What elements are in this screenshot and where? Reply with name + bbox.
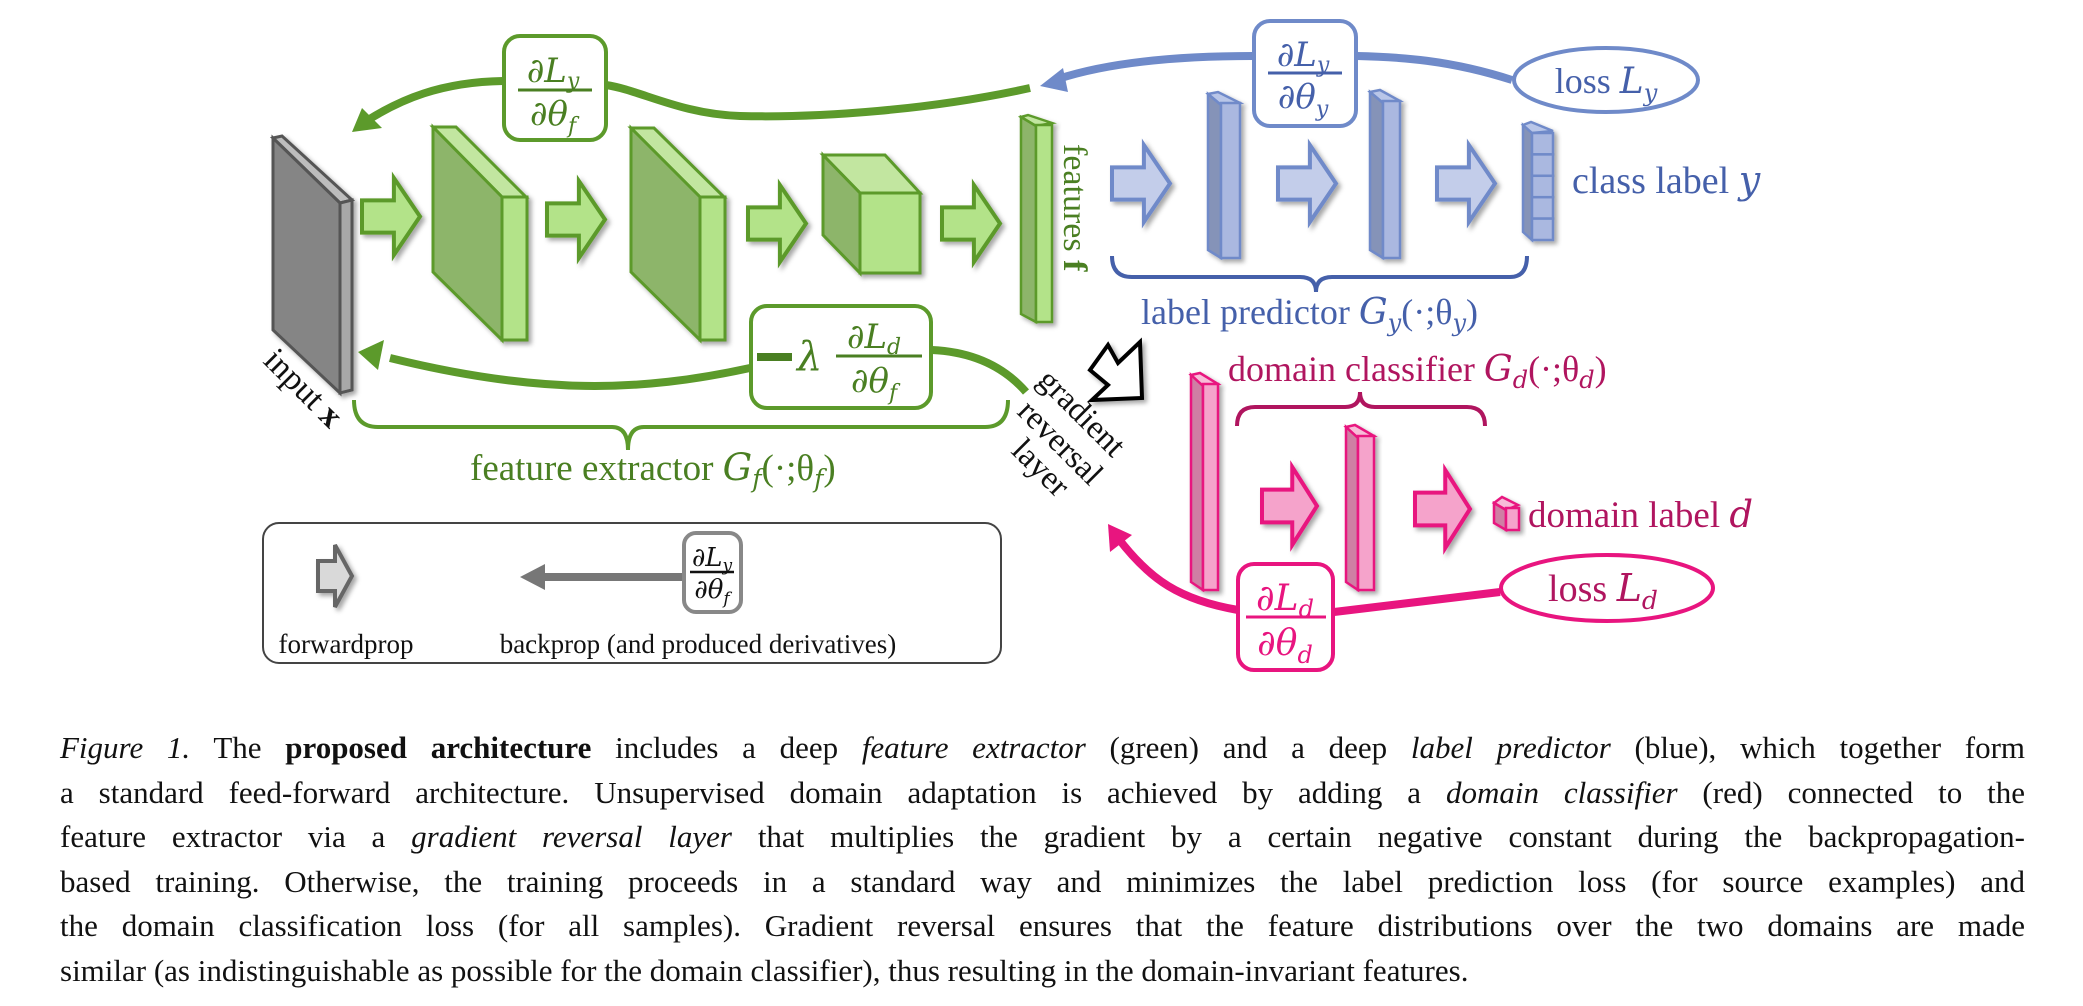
backprop-arrow-green-top	[368, 81, 503, 120]
backprop-arrow-pink	[1118, 538, 1238, 610]
features-label: features f	[1056, 144, 1093, 272]
class-label: class label y	[1572, 158, 1761, 202]
feature-extractor-label: feature extractor Gf(·;θf)	[470, 446, 836, 493]
fc-layer-pink-2	[1346, 425, 1374, 590]
domain-classifier-label: domain classifier Gd(·;θd)	[1228, 349, 1607, 394]
deriv-box-lambda: λ ∂Ld ∂θf	[751, 306, 931, 408]
caption-text: The	[190, 730, 285, 765]
caption-text: that multiplies the gradient by a certai…	[732, 819, 2025, 854]
class-output-stack	[1523, 122, 1553, 240]
features-bar	[1021, 115, 1052, 322]
forward-arrow-blue-2	[1278, 145, 1336, 222]
caption-text: domain classifier	[1446, 775, 1678, 810]
backprop-arrow-lambda	[390, 358, 750, 386]
deriv-box-blue: ∂Ly ∂θy	[1254, 21, 1356, 126]
conv-layer-1	[433, 127, 527, 340]
class-output-side	[1523, 125, 1532, 240]
caption-line: Figure 1. The proposed architecture incl…	[60, 726, 2025, 771]
backprop-curve-lambda-right	[932, 350, 1026, 392]
conv-layer-3-cube	[823, 155, 920, 273]
caption-text: the domain classification loss (for all …	[60, 908, 2025, 943]
loss-d-ellipse: loss Ld	[1501, 555, 1713, 621]
forward-arrow-blue-3	[1437, 145, 1495, 222]
domain-classifier-brace	[1237, 392, 1485, 426]
loss-y-ellipse: loss Ly	[1514, 48, 1698, 112]
conv-layer-2	[631, 128, 725, 340]
forward-arrow-green-3	[748, 185, 806, 262]
caption-text: based training. Otherwise, the training …	[60, 864, 2025, 899]
svg-text:loss Ly: loss Ly	[1555, 61, 1658, 107]
backprop-curve-green-top	[606, 85, 1030, 116]
backprop-curve-pink	[1334, 592, 1500, 612]
class-output-cell	[1532, 133, 1553, 154]
legend-forwardprop-label: forwardprop	[279, 629, 414, 659]
class-output-cell	[1532, 154, 1553, 175]
legend-deriv-box: ∂Ly ∂θf	[684, 533, 741, 612]
caption-text: a standard feed-forward architecture. Un…	[60, 775, 1446, 810]
caption-line: the domain classification loss (for all …	[60, 904, 2025, 949]
caption-text: label predictor	[1411, 730, 1611, 765]
caption-line: feature extractor via a gradient reversa…	[60, 815, 2025, 860]
caption-text: (green) and a deep	[1086, 730, 1411, 765]
label-predictor-label: label predictor Gy(·;θy)	[1141, 292, 1478, 337]
caption-line: a standard feed-forward architecture. Un…	[60, 771, 2025, 816]
caption-text: Figure 1.	[60, 730, 190, 765]
fc-layer-pink-1	[1191, 373, 1218, 590]
caption-text: proposed architecture	[285, 730, 591, 765]
svg-text:loss Ld: loss Ld	[1548, 566, 1658, 615]
forward-arrow-blue-1	[1112, 145, 1170, 222]
backprop-arrow-blue	[1058, 56, 1253, 79]
forward-arrow-pink-2	[1415, 470, 1470, 548]
hollow-arrow-icon	[1090, 342, 1142, 400]
forward-arrow-pink-1	[1262, 467, 1317, 545]
architecture-diagram: input x features f ∂Ly ∂θf ∂L	[0, 0, 2083, 710]
caption-text: (blue), which together form	[1611, 730, 2025, 765]
svg-text:λ: λ	[795, 334, 822, 380]
caption-text: (red) connected to the	[1678, 775, 2025, 810]
caption-text: feature extractor	[862, 730, 1086, 765]
class-output-cell	[1532, 219, 1553, 240]
arrowhead-green-bottom	[358, 340, 384, 370]
forward-arrow-green-1	[362, 178, 420, 255]
domain-output-cube	[1494, 497, 1519, 530]
legend: forwardprop ∂Ly ∂θf backprop (and produc…	[263, 523, 1001, 663]
deriv-box-green-top: ∂Ly ∂θf	[504, 36, 606, 140]
caption-line: based training. Otherwise, the training …	[60, 860, 2025, 905]
backprop-curve-blue	[1357, 56, 1512, 80]
forward-arrow-green-4	[942, 185, 1000, 262]
fc-layer-blue-2	[1370, 90, 1400, 258]
fc-layer-blue-1	[1208, 92, 1240, 258]
caption-text: includes a deep	[591, 730, 861, 765]
forward-arrow-green-2	[547, 181, 605, 258]
figure-caption: Figure 1. The proposed architecture incl…	[60, 726, 2025, 993]
legend-backprop-label: backprop (and produced derivatives)	[500, 629, 897, 659]
class-output-cell	[1532, 176, 1553, 197]
caption-line: similar (as indistinguishable as possibl…	[60, 949, 2025, 994]
deriv-box-pink: ∂Ld ∂θd	[1238, 564, 1333, 670]
class-output-cell	[1532, 197, 1553, 218]
caption-text: feature extractor via a	[60, 819, 411, 854]
domain-label: domain label d	[1528, 493, 1753, 536]
caption-text: gradient reversal layer	[411, 819, 732, 854]
caption-text: similar (as indistinguishable as possibl…	[60, 953, 1468, 988]
label-predictor-brace	[1112, 256, 1527, 292]
arrowhead-blue	[1040, 68, 1068, 92]
